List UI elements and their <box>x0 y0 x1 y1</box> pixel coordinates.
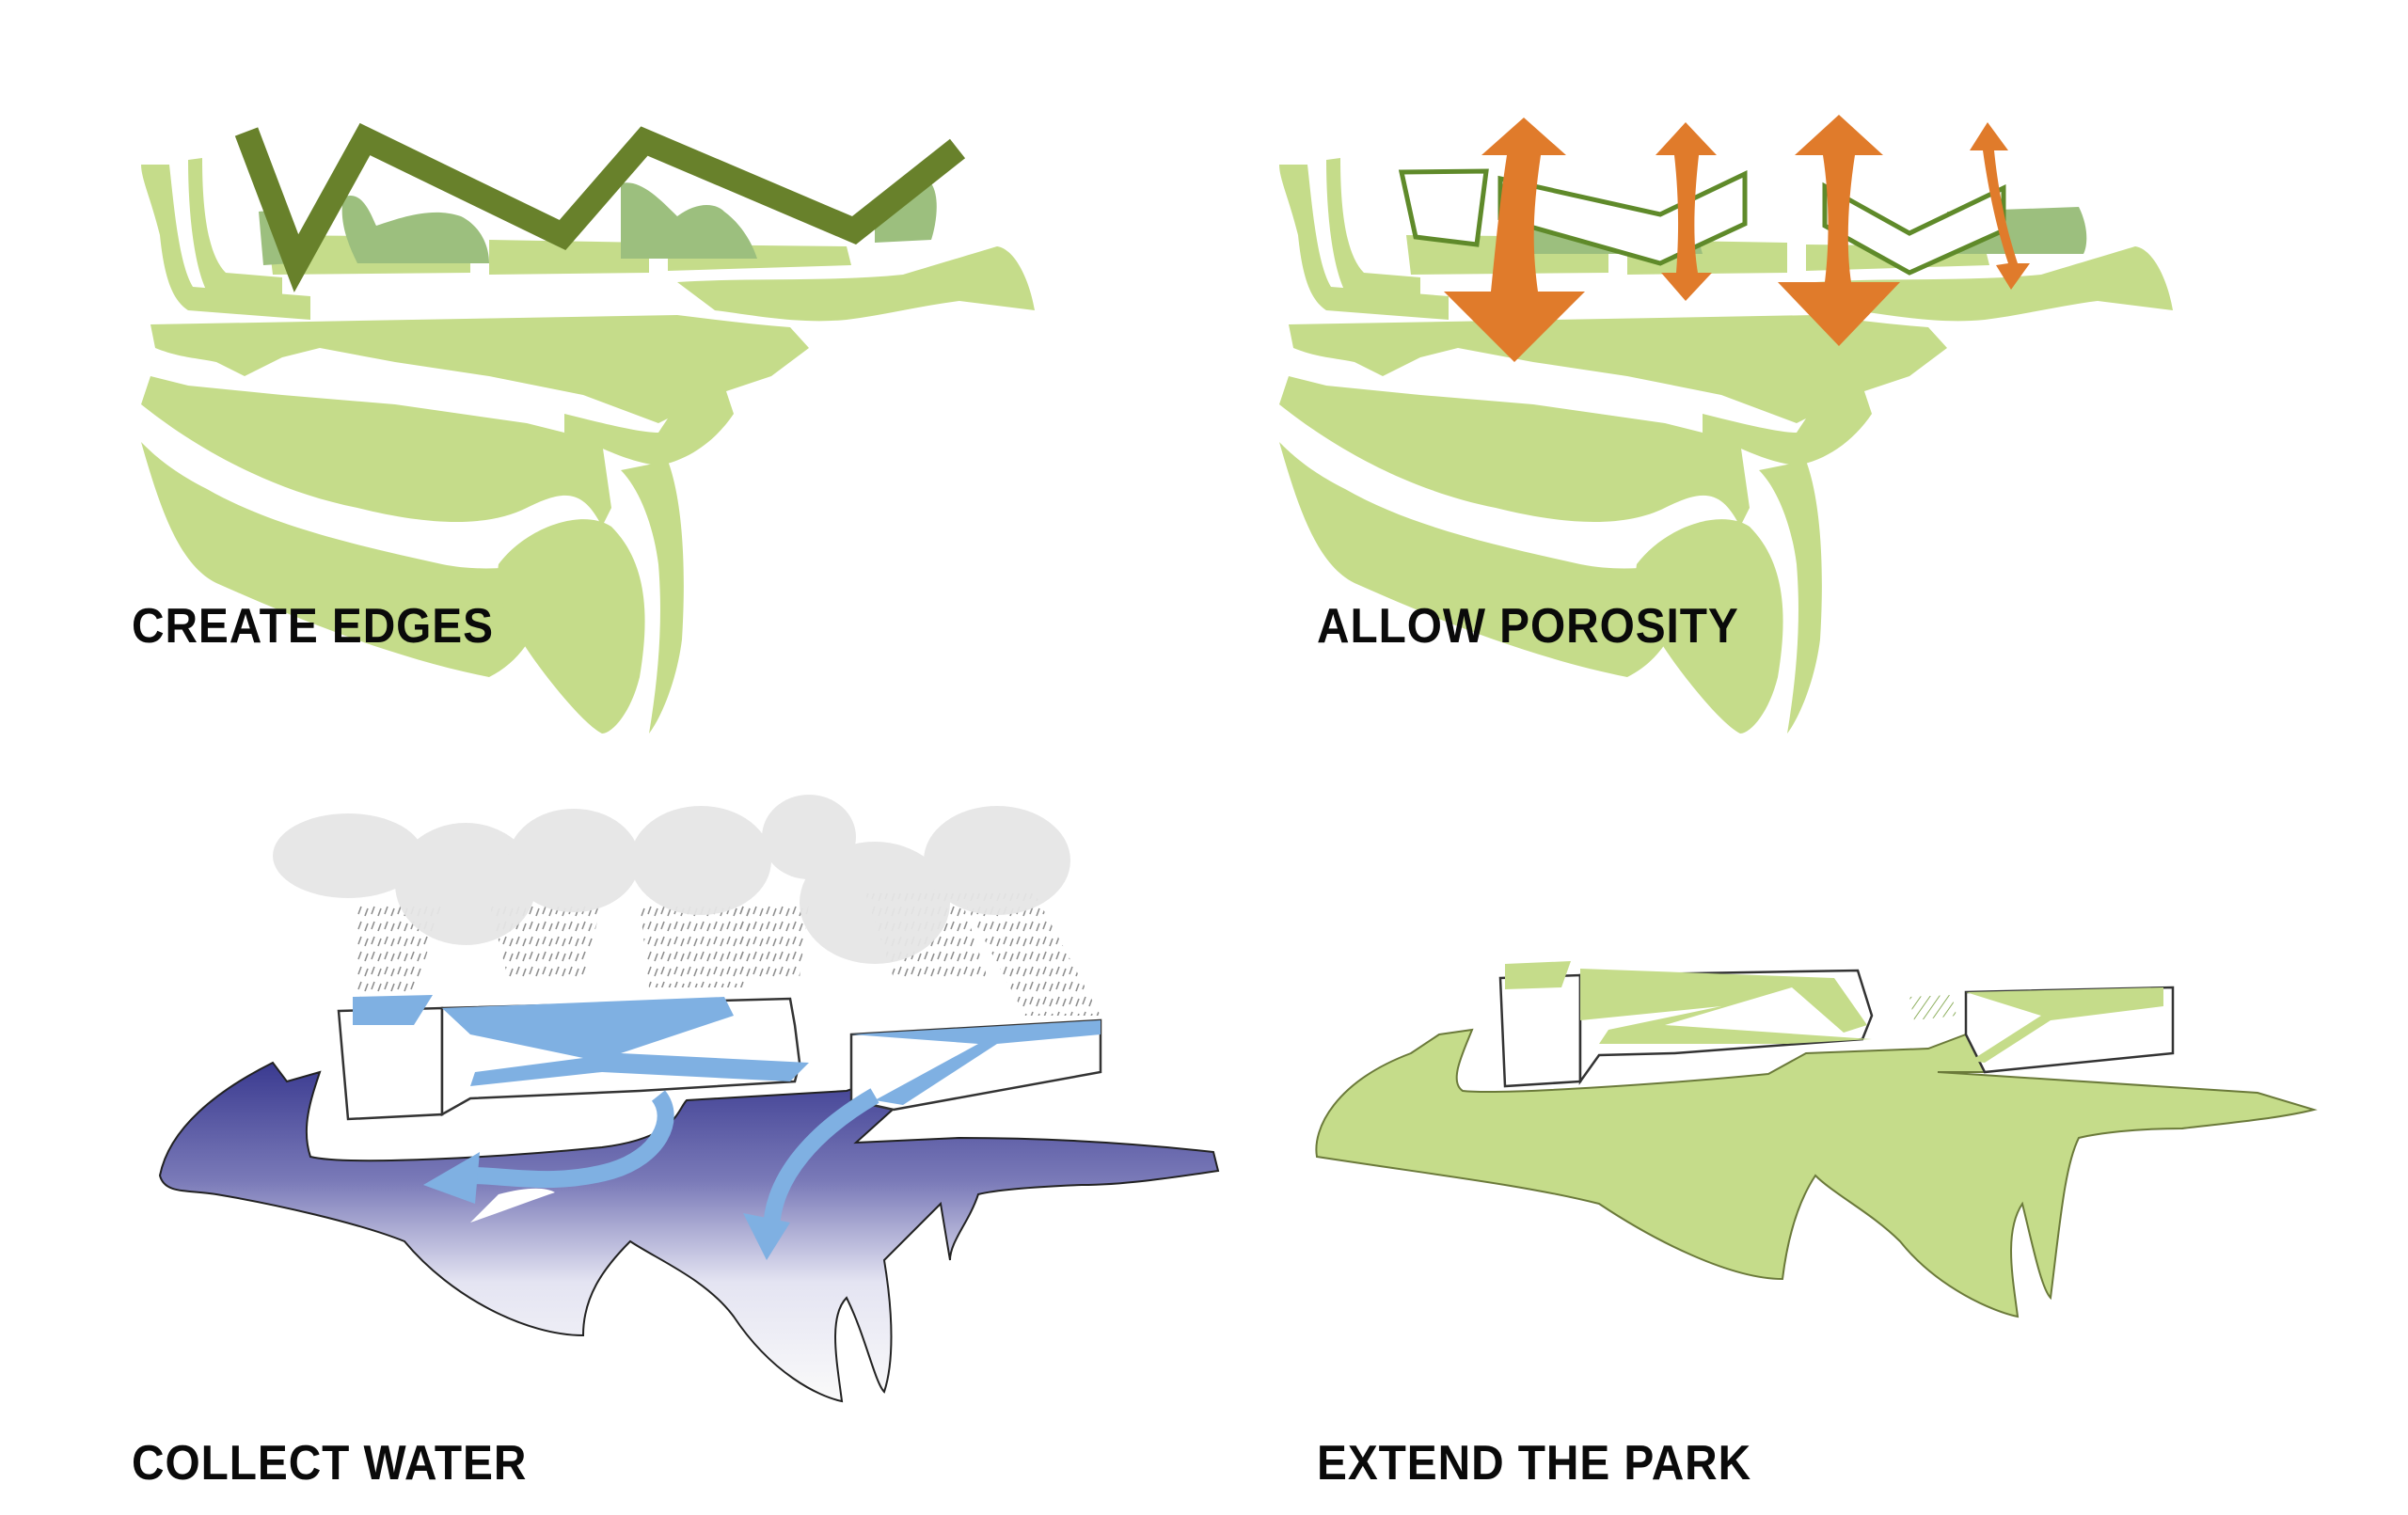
double-arrow-icon <box>1656 122 1717 301</box>
park-surface <box>1315 1028 2318 1318</box>
water-channels <box>353 995 1101 1105</box>
panel-title-collect-water: COLLECT WATER <box>132 1436 528 1491</box>
panel-extend-the-park <box>1315 961 2318 1318</box>
panel-title-allow-porosity: ALLOW POROSITY <box>1317 599 1739 654</box>
flow-arrows <box>469 1088 879 1233</box>
panel-allow-porosity <box>1279 115 2173 734</box>
double-arrow-icon <box>1778 115 1900 346</box>
double-arrow-icon <box>1970 122 2030 290</box>
porosity-arrows <box>1444 115 2030 362</box>
connector-hatch <box>1909 995 1956 1020</box>
peninsula-gap <box>470 1188 555 1223</box>
green-roofs <box>1505 961 2163 1063</box>
arrow-heads <box>423 1152 790 1260</box>
cloud-icon <box>273 795 1070 964</box>
park-map-base <box>1279 158 2173 734</box>
panel-collect-water <box>158 795 1220 1403</box>
arrow-head-icon <box>423 1152 480 1204</box>
arrow-head-icon <box>743 1213 790 1260</box>
panel-title-extend-the-park: EXTEND THE PARK <box>1317 1436 1752 1491</box>
park-map-base <box>141 158 1035 734</box>
panel-title-create-edges: CREATE EDGES <box>132 599 494 654</box>
edge-zigzag-line <box>234 122 966 292</box>
water-surface <box>158 1061 1220 1403</box>
double-arrow-icon <box>1444 118 1585 362</box>
panel-create-edges <box>141 122 1035 734</box>
